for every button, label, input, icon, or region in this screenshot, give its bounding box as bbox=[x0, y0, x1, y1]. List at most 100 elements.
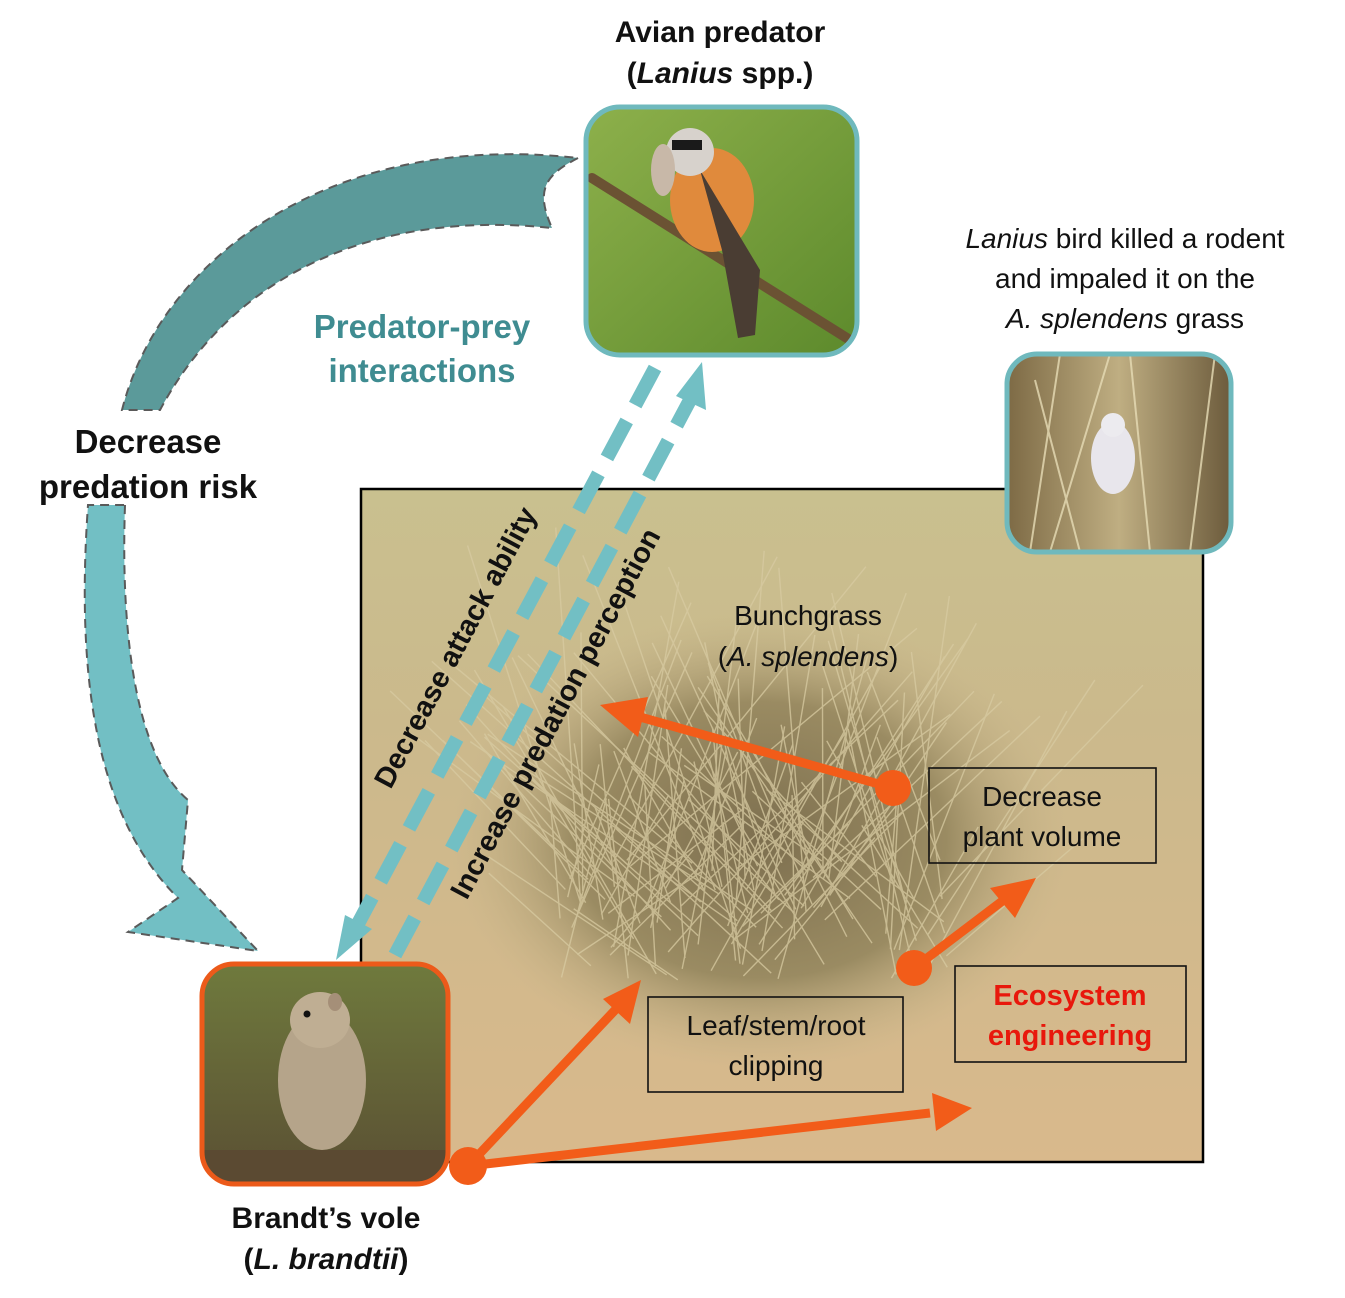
grass-blade bbox=[656, 748, 683, 923]
impaled-line3: A. splendens grass bbox=[1004, 303, 1244, 334]
grass-blade bbox=[612, 581, 680, 947]
grass-blade bbox=[704, 642, 755, 891]
grass-blade bbox=[667, 671, 913, 953]
grass-blade bbox=[828, 617, 916, 974]
grass-blade bbox=[525, 773, 699, 937]
orange-arrow-to-plant-volume bbox=[896, 878, 1036, 986]
grass-blade bbox=[567, 764, 600, 898]
grass-blade bbox=[703, 710, 843, 863]
grass-blade bbox=[593, 805, 641, 924]
predator-label: Avian predator (Lanius spp.) bbox=[615, 16, 826, 90]
clipping-line1: Leaf/stem/root bbox=[687, 1010, 866, 1041]
grass-blade bbox=[889, 692, 906, 950]
prey-label: Brandt’s vole (L. brandtii) bbox=[232, 1202, 421, 1276]
grass-blade bbox=[800, 781, 877, 877]
shrike-with-prey-photo bbox=[583, 104, 860, 358]
grass-blade bbox=[623, 747, 705, 891]
grass-blade bbox=[708, 758, 749, 914]
grass-blade bbox=[730, 821, 804, 945]
grass-blade bbox=[651, 642, 759, 867]
grass-blade bbox=[821, 688, 824, 870]
predator-title: Avian predator bbox=[615, 16, 826, 49]
vole-photo bbox=[199, 961, 451, 1187]
grass-blade bbox=[627, 684, 669, 956]
grass-blade bbox=[866, 671, 941, 861]
plant-volume-line2: plant volume bbox=[963, 821, 1122, 852]
grass-blade bbox=[711, 688, 720, 871]
grass-blade bbox=[560, 798, 607, 978]
clipping-box: Leaf/stem/root clipping bbox=[647, 996, 904, 1093]
grass-blade bbox=[527, 653, 772, 912]
decrease-risk-label: Decrease predation risk bbox=[39, 423, 258, 505]
grass-blade bbox=[742, 823, 849, 927]
grass-blade bbox=[824, 715, 1041, 921]
grass-blade bbox=[615, 828, 772, 974]
bunchgrass-line1: Bunchgrass bbox=[734, 600, 882, 631]
grass-blade bbox=[741, 726, 786, 965]
grass-blade bbox=[826, 740, 916, 902]
grass-blade bbox=[607, 809, 743, 914]
predator-prey-line1: Predator-prey bbox=[314, 308, 531, 345]
grass-blade bbox=[580, 632, 584, 891]
grass-blade bbox=[610, 849, 694, 948]
impaled-caption: Lanius bird killed a rodent and impaled … bbox=[965, 223, 1284, 334]
grass-blade bbox=[511, 657, 621, 881]
grass-blade bbox=[612, 556, 778, 862]
grass-blade bbox=[569, 602, 692, 879]
grass-blade bbox=[483, 736, 692, 922]
grass-blade bbox=[861, 824, 948, 968]
grass-blade bbox=[488, 872, 592, 967]
grass-blade bbox=[607, 798, 629, 979]
grass-blade bbox=[683, 764, 823, 862]
grass-blade bbox=[727, 744, 794, 927]
decrease-risk-line1: Decrease bbox=[75, 423, 222, 460]
bunchgrass-line2: (A. splendens) bbox=[718, 641, 899, 672]
grass-blade bbox=[571, 652, 693, 928]
grass-blade bbox=[573, 908, 679, 981]
grass-blade bbox=[831, 592, 908, 910]
grass-blade bbox=[876, 736, 946, 934]
ecosystem-engineering-box: Ecosystem engineering bbox=[954, 965, 1187, 1063]
impaled-line2: and impaled it on the bbox=[995, 263, 1255, 294]
grass-blade bbox=[784, 638, 969, 896]
grass-blade bbox=[910, 651, 943, 900]
orange-arrow-to-bunchgrass bbox=[600, 697, 911, 806]
grass-blade bbox=[688, 799, 805, 907]
predator-prey-label: Predator-prey interactions bbox=[314, 308, 531, 389]
orange-arrow-to-engineering bbox=[449, 1093, 972, 1185]
grass-blade bbox=[930, 710, 1068, 964]
grass-blade bbox=[927, 679, 1096, 935]
grass-blade bbox=[576, 870, 703, 956]
grass-blade bbox=[549, 797, 561, 919]
predator-species: (Lanius spp.) bbox=[627, 57, 814, 90]
grass-blade bbox=[573, 743, 604, 920]
decrease-attack-ability-arrow bbox=[336, 364, 662, 960]
grass-blade bbox=[847, 728, 897, 975]
grass-blade bbox=[742, 812, 903, 977]
grass-blade bbox=[750, 745, 848, 938]
grass-blade bbox=[735, 713, 951, 870]
grass-blade bbox=[519, 765, 720, 895]
clipping-line2: clipping bbox=[729, 1050, 824, 1081]
grass-blade bbox=[797, 818, 919, 929]
grass-blade bbox=[707, 662, 783, 864]
predator-prey-line2: interactions bbox=[328, 352, 515, 389]
grass-blade bbox=[649, 780, 685, 929]
grass-blade bbox=[473, 669, 635, 940]
grass-blade bbox=[829, 722, 948, 896]
increase-predation-perception-arrow bbox=[388, 362, 706, 959]
grass-blade bbox=[480, 745, 662, 918]
prey-title: Brandt’s vole bbox=[232, 1202, 421, 1235]
grass-blade bbox=[760, 690, 975, 914]
grass-blade bbox=[722, 822, 741, 964]
grass-blade bbox=[644, 784, 657, 967]
plant-volume-line1: Decrease bbox=[982, 781, 1102, 812]
engineering-line1: Ecosystem bbox=[993, 980, 1146, 1012]
grass-blade bbox=[939, 684, 1144, 897]
impaled-line1: Lanius bird killed a rodent bbox=[965, 223, 1284, 254]
engineering-line2: engineering bbox=[988, 1020, 1152, 1052]
grass-blade bbox=[599, 744, 616, 887]
grass-blade bbox=[761, 634, 816, 952]
grass-blade bbox=[697, 614, 738, 945]
